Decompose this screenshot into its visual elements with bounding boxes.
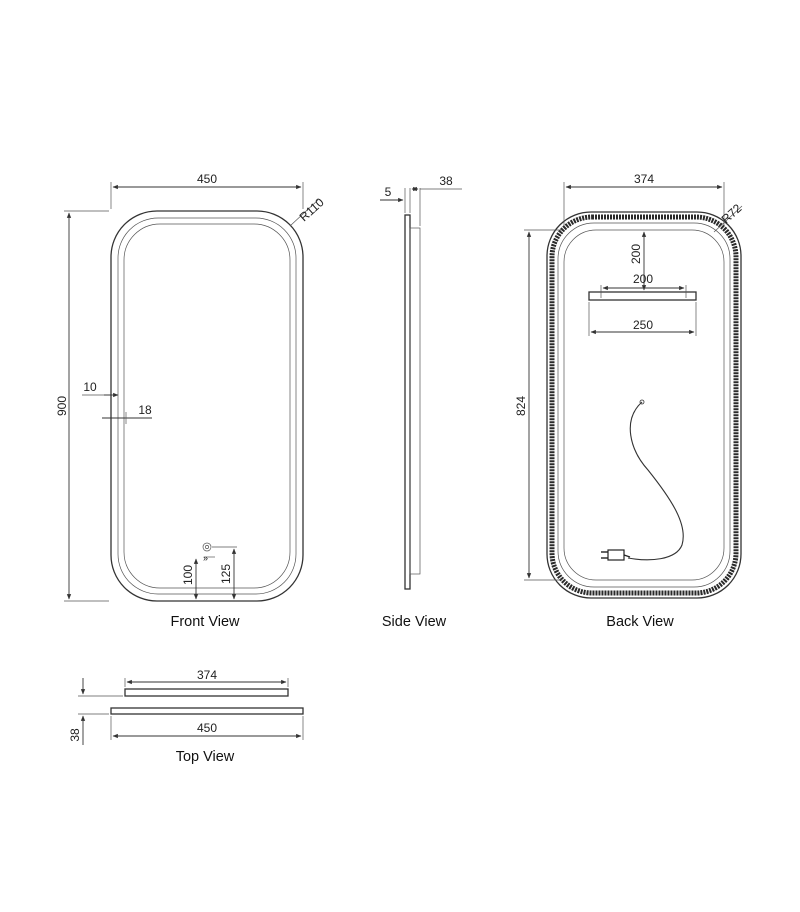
- top-view-caption: Top View: [176, 749, 235, 765]
- side-body-profile: [409, 227, 421, 575]
- back-radius-label: R72: [719, 201, 745, 226]
- back-outer-frame: [546, 211, 742, 599]
- touch-switch-icon: [202, 542, 212, 552]
- bracket-offset-label: 200: [629, 244, 643, 264]
- side-depth-label: 38: [439, 174, 453, 188]
- top-view: 374 450 38 Top View: [68, 668, 304, 765]
- front-height-label: 900: [55, 396, 69, 416]
- front-inset-inner-label: 18: [138, 403, 152, 417]
- bracket-length-label: 250: [633, 318, 653, 332]
- front-inset-outer-label: 10: [83, 380, 97, 394]
- back-view-caption: Back View: [606, 614, 674, 630]
- back-inner-band: [557, 222, 731, 588]
- front-view-caption: Front View: [170, 614, 240, 630]
- back-radius-leader: [713, 205, 743, 233]
- hanging-bracket: [588, 291, 697, 301]
- top-back-body: [124, 688, 289, 697]
- plug-icon: [601, 549, 631, 561]
- side-glass-label: 5: [385, 185, 392, 199]
- front-radius-label: R110: [297, 195, 327, 224]
- front-view: 450 R110 900 10 18 » 100 125 Front View: [55, 172, 327, 630]
- front-inner-frame: [123, 223, 291, 589]
- top-depth-label: 38: [68, 728, 82, 742]
- top-front-width-label: 450: [197, 721, 217, 735]
- power-cord: [627, 401, 684, 561]
- side-view-caption: Side View: [382, 614, 447, 630]
- side-glass-profile: [404, 214, 411, 590]
- top-glass-plate: [110, 707, 304, 715]
- front-width-label: 450: [197, 172, 217, 186]
- switch-center-label: 125: [219, 564, 233, 584]
- front-radius-leader: [289, 199, 319, 227]
- back-panel: [563, 229, 725, 581]
- back-width-label: 374: [634, 172, 654, 186]
- switch-bottom-label: 100: [181, 565, 195, 585]
- front-outer-frame: [110, 210, 304, 602]
- back-view: 374 R72 824 200 200 250 Back Vi: [514, 172, 745, 630]
- svg-text:»: »: [203, 553, 208, 563]
- top-back-width-label: 374: [197, 668, 217, 682]
- back-height-label: 824: [514, 396, 528, 416]
- front-light-band: [117, 217, 297, 595]
- side-view: 5 38 Side View: [380, 174, 462, 630]
- bracket-holes-label: 200: [633, 272, 653, 286]
- back-led-strip: [549, 214, 739, 596]
